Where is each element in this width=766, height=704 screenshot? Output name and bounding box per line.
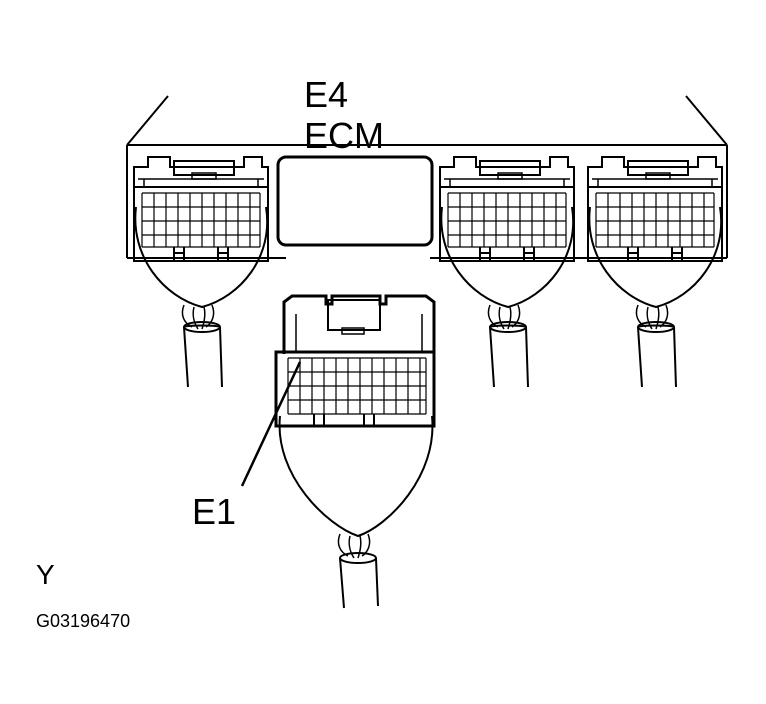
label-figure-code: G03196470 [36, 611, 130, 631]
ecm-center-window [276, 155, 434, 247]
ecm-housing [126, 95, 728, 259]
ecm-connector-left [133, 156, 269, 388]
label-view: Y [36, 559, 55, 590]
e1-leader-line [240, 361, 302, 487]
label-ecm: ECM [304, 115, 384, 156]
ecm-connector-middle [439, 156, 575, 388]
ecm-connector-right [587, 156, 723, 388]
label-e1: E1 [192, 491, 236, 532]
e1-connector [274, 294, 436, 609]
label-e4: E4 [304, 74, 348, 115]
